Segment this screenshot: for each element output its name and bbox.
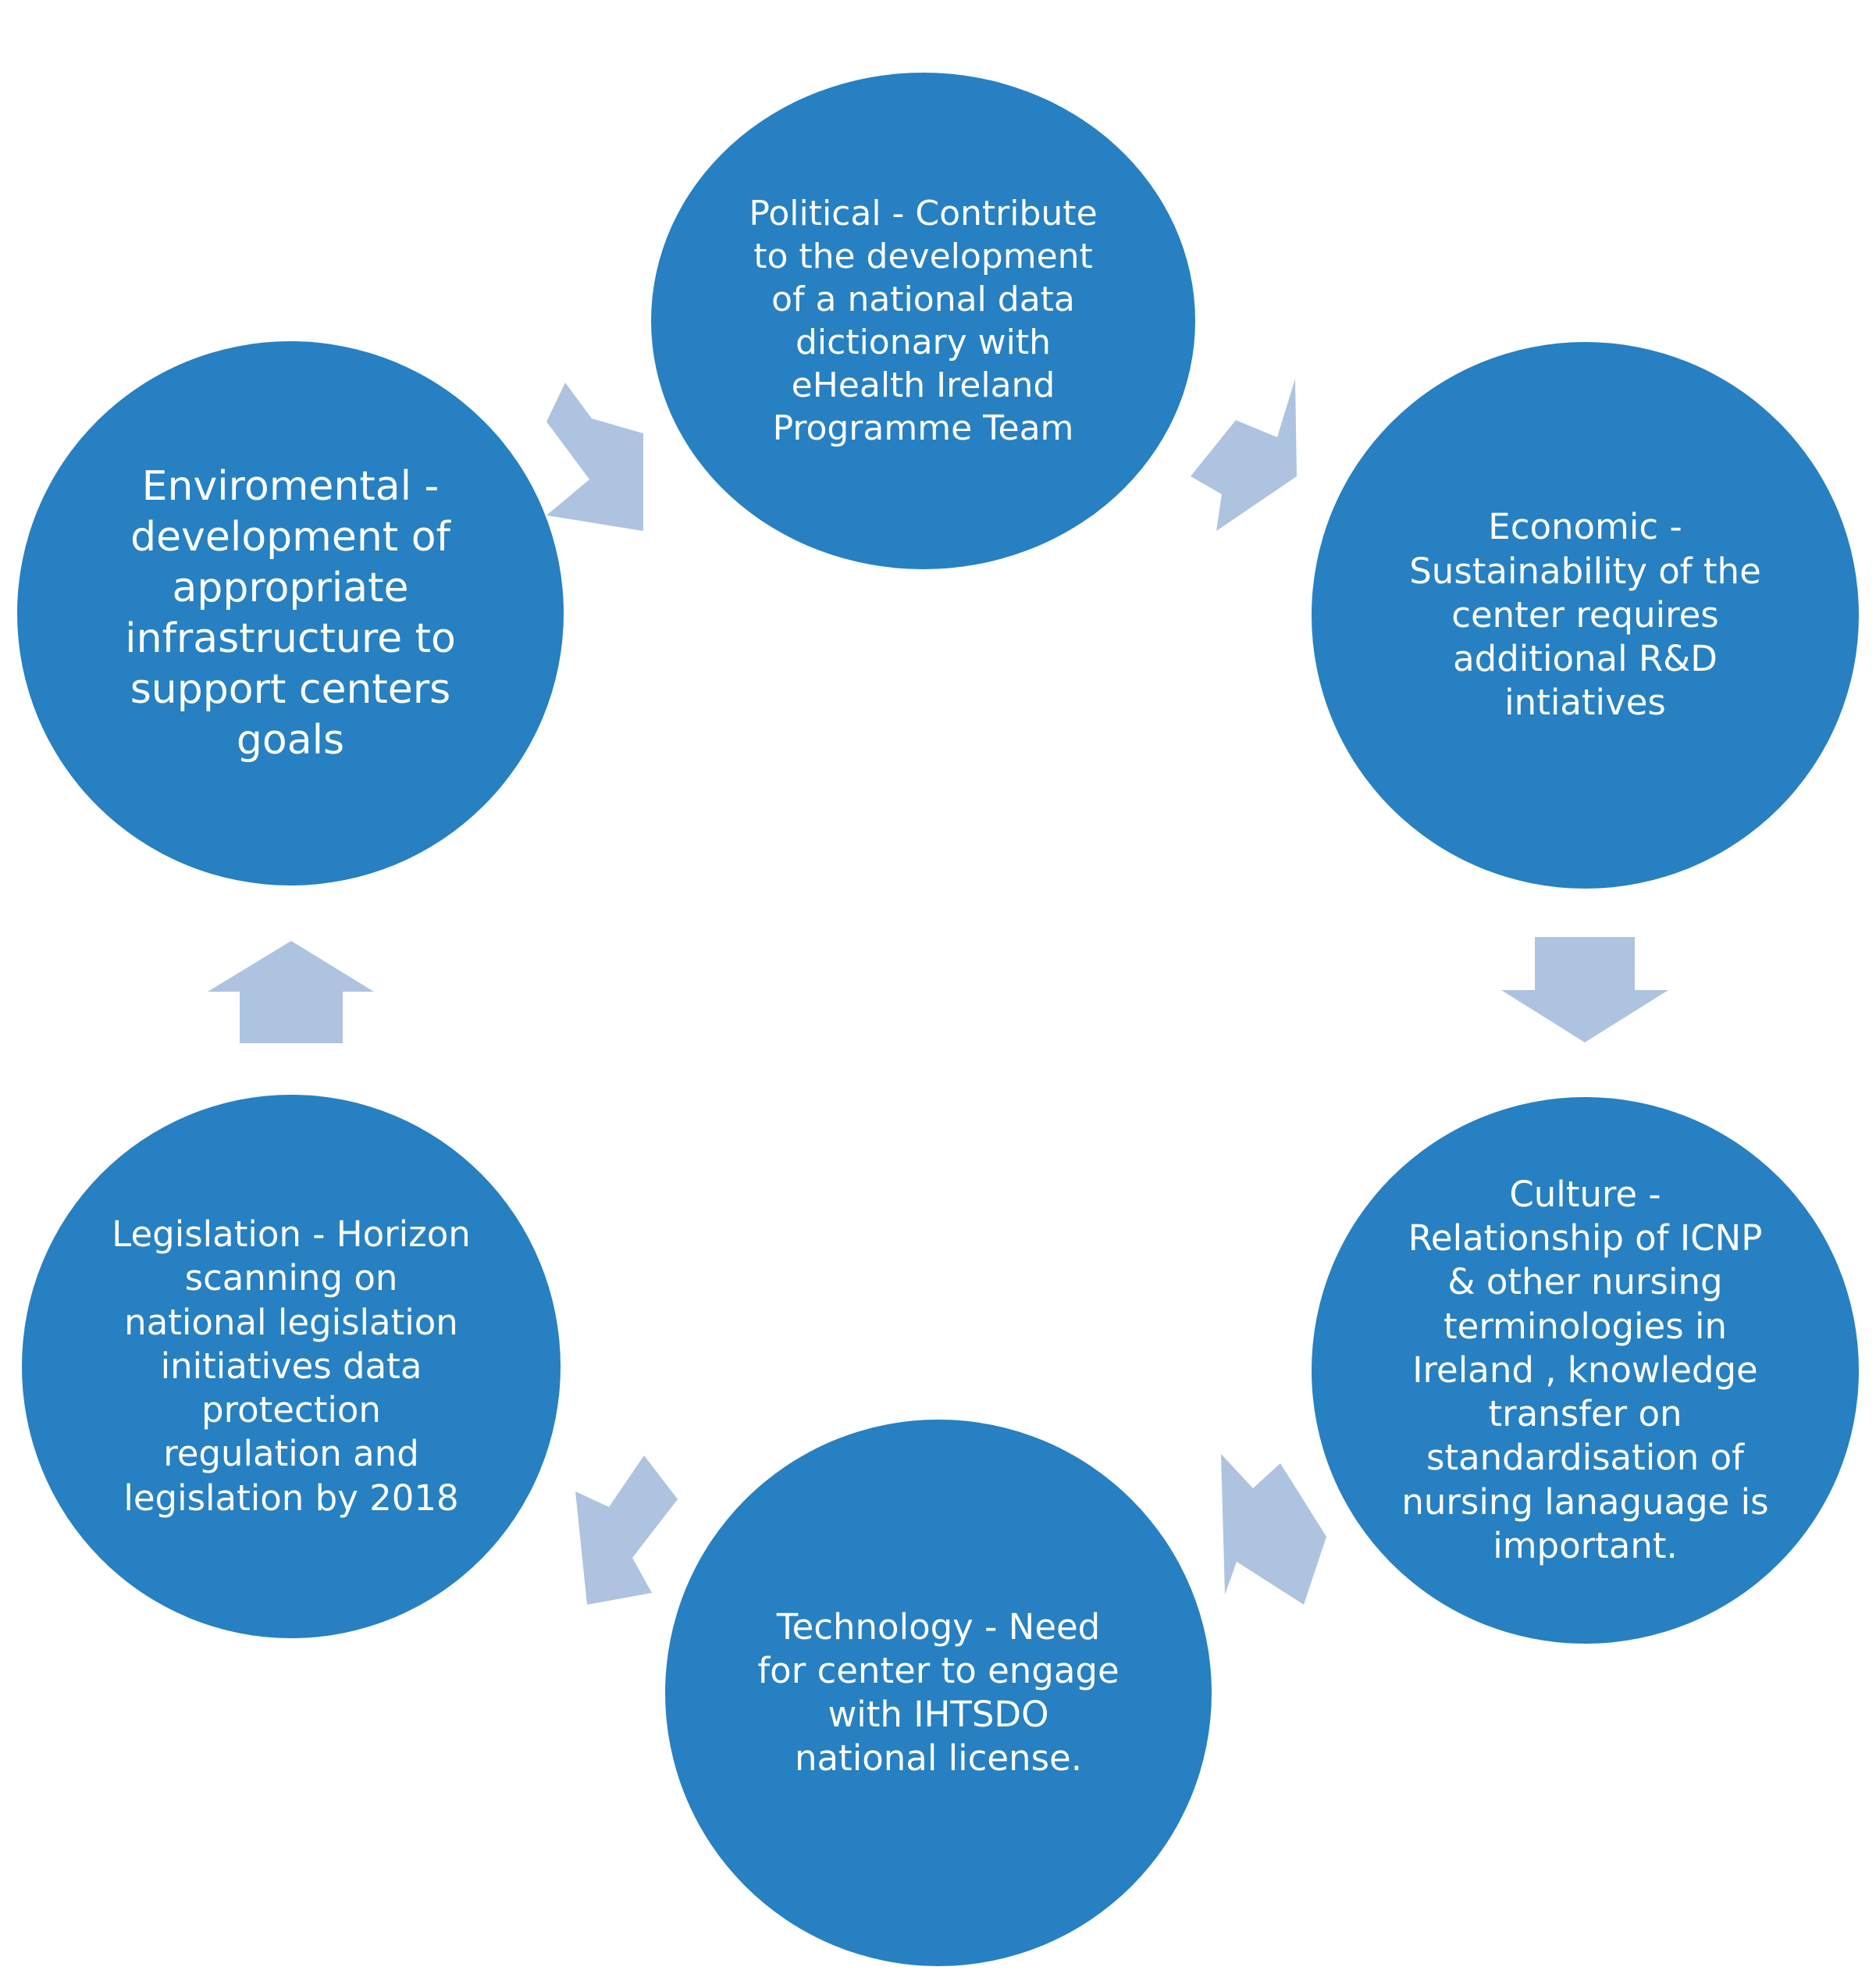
node-economic-label: Economic - Sustainability of the center … bbox=[1409, 506, 1761, 724]
node-culture: Culture - Relationship of ICNP & other n… bbox=[1312, 1097, 1859, 1644]
node-enviromental-label: Enviromental - development of appropriat… bbox=[125, 462, 456, 764]
arrow-legislation-to-enviromental bbox=[208, 941, 374, 1043]
node-economic: Economic - Sustainability of the center … bbox=[1312, 342, 1859, 889]
node-culture-label: Culture - Relationship of ICNP & other n… bbox=[1401, 1173, 1769, 1566]
arrow-culture-to-technology bbox=[1221, 1454, 1326, 1605]
node-technology-label: Technology - Need for center to engage w… bbox=[757, 1605, 1120, 1780]
node-political-label: Political - Contribute to the developmen… bbox=[749, 194, 1098, 448]
arrow-enviromental-to-political bbox=[546, 383, 643, 531]
arrow-technology-to-legislation bbox=[575, 1455, 678, 1605]
node-political: Political - Contribute to the developmen… bbox=[651, 73, 1195, 569]
node-technology: Technology - Need for center to engage w… bbox=[665, 1420, 1212, 1966]
arrow-political-to-economic bbox=[1191, 379, 1297, 531]
node-legislation-label: Legislation - Horizon scanning on nation… bbox=[112, 1213, 471, 1519]
arrow-economic-to-culture bbox=[1501, 937, 1668, 1042]
node-legislation: Legislation - Horizon scanning on nation… bbox=[22, 1095, 561, 1638]
node-enviromental: Enviromental - development of appropriat… bbox=[17, 341, 564, 885]
